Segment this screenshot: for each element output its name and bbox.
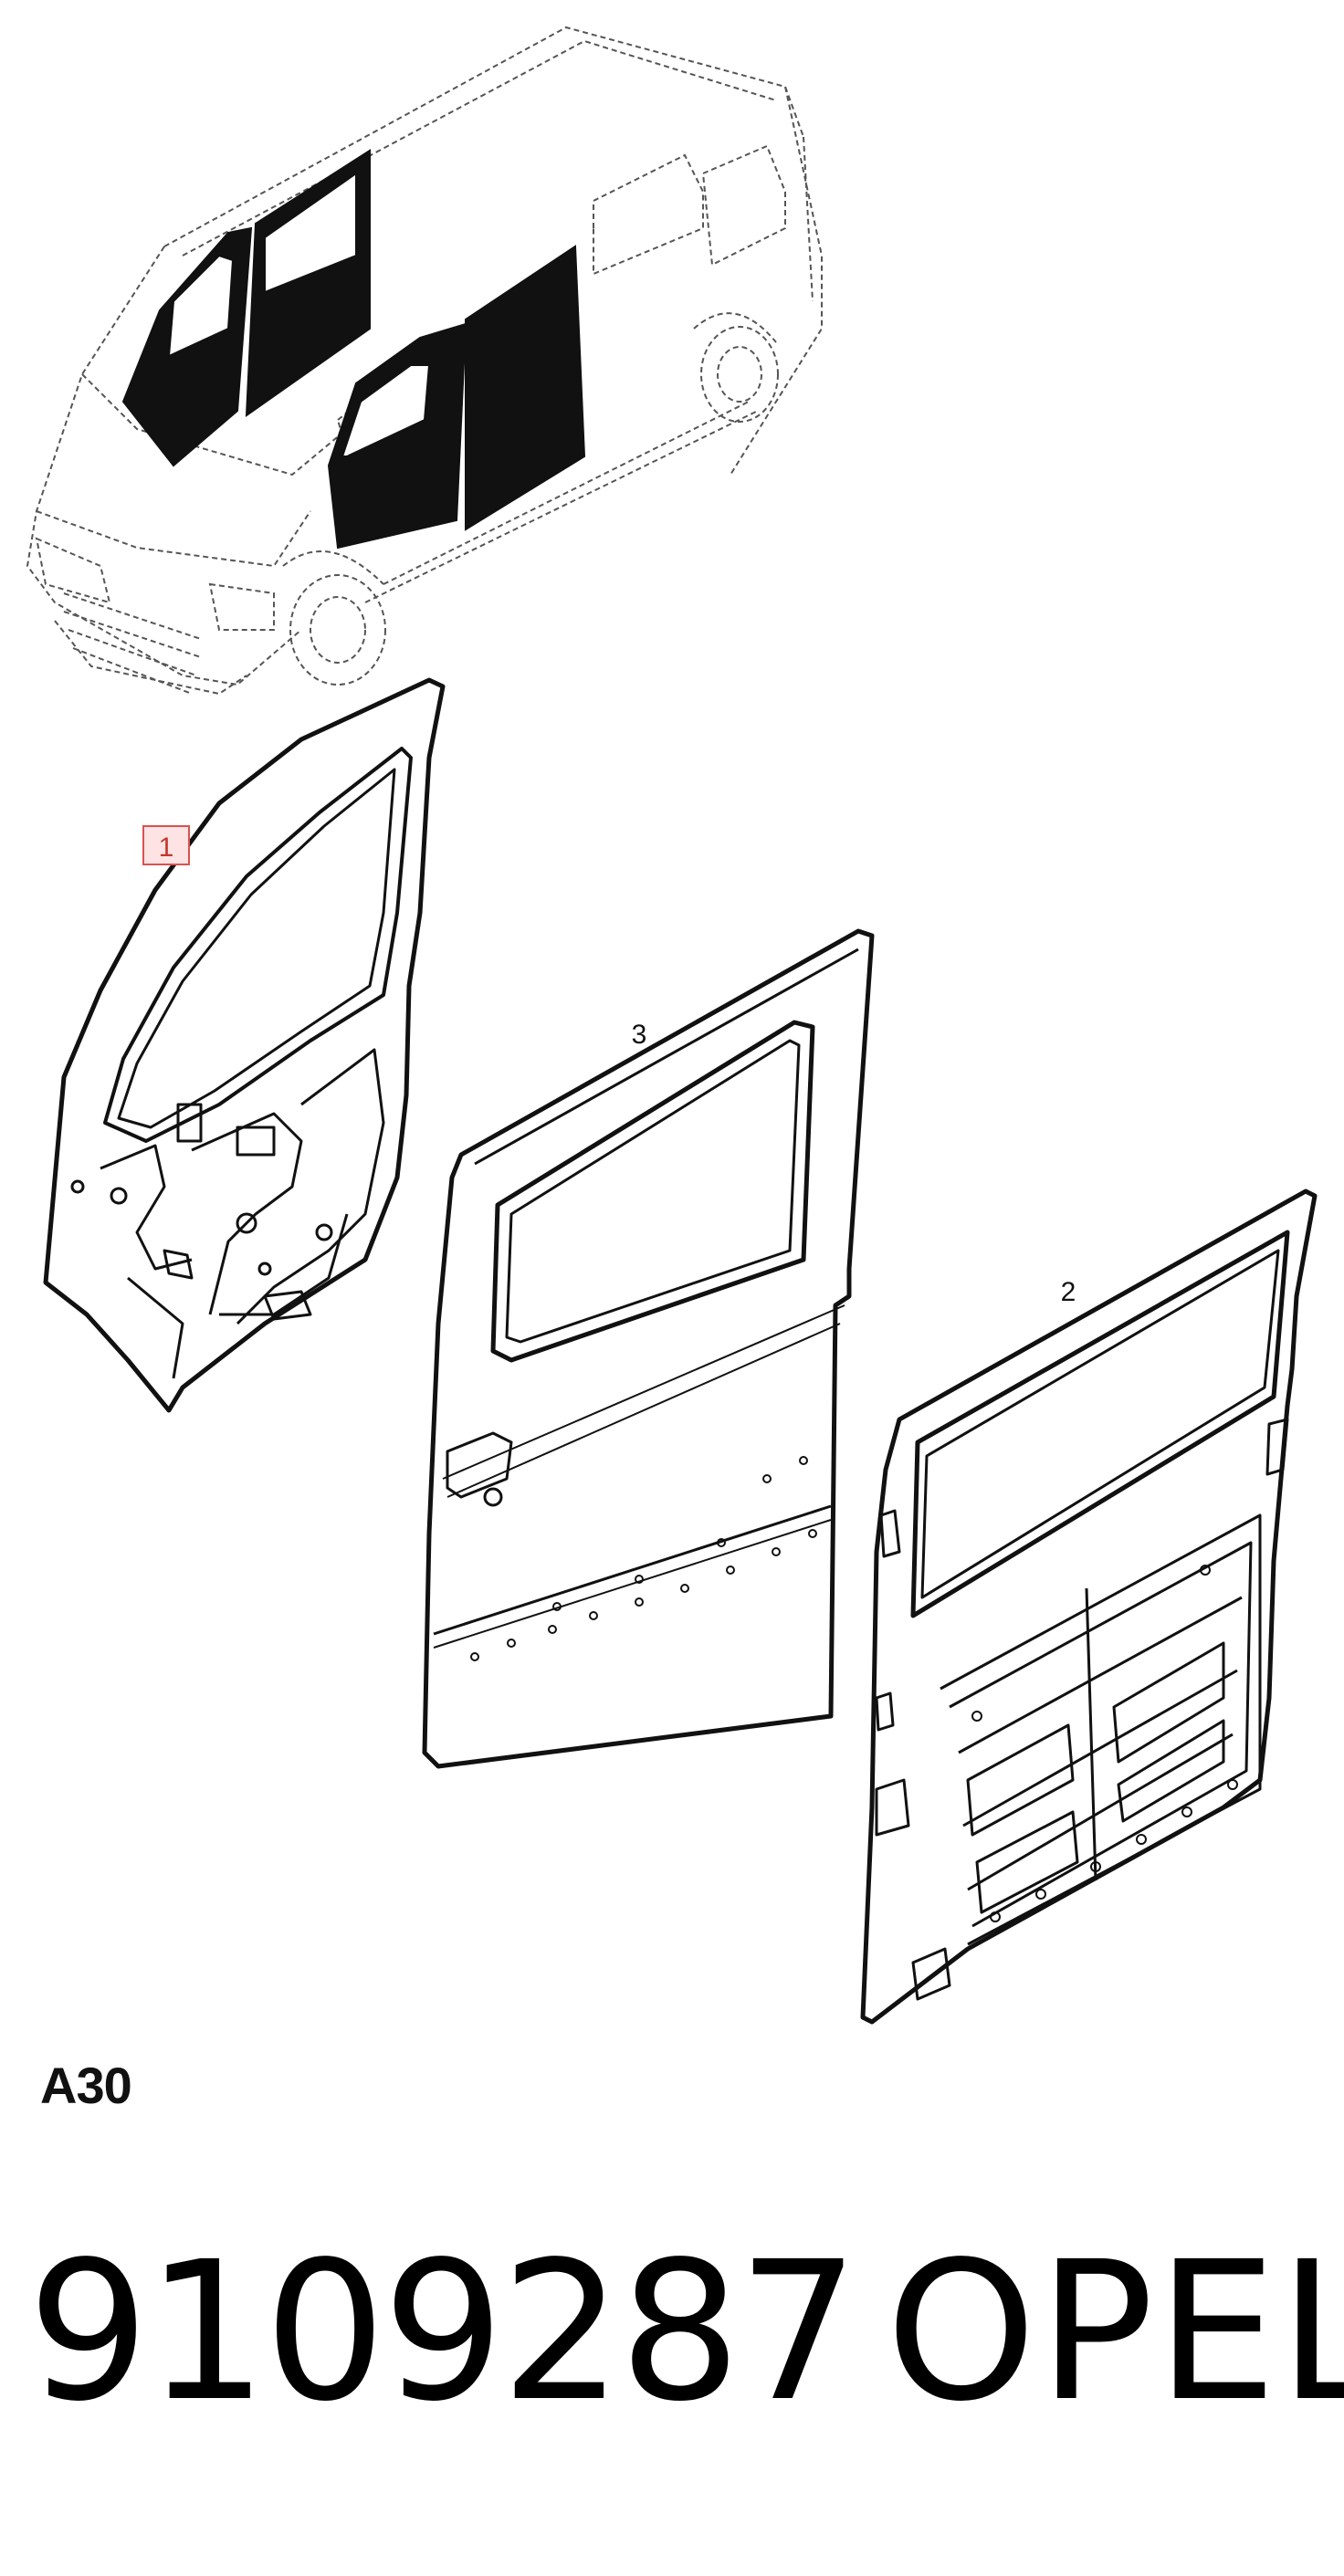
part-2-holes [971, 1565, 1238, 1922]
callout-3[interactable]: 3 [632, 1020, 647, 1050]
part-1-front-door [43, 677, 446, 1413]
callout-1[interactable]: 1 [142, 825, 190, 865]
part-3-sliding-door-skin [422, 928, 875, 1769]
callout-2[interactable]: 2 [1061, 1277, 1076, 1307]
part-3-holes [470, 1456, 817, 1661]
part-2-sliding-door-inner [860, 1189, 1318, 2025]
brand-name: OPEL [886, 2220, 1344, 2444]
callout-1-box [142, 825, 190, 865]
section-code: A30 [40, 2057, 132, 2114]
van-overview [26, 26, 823, 696]
callout-1-label: 1 [159, 832, 174, 863]
van-window-cutouts [167, 172, 431, 457]
part-number: 9109287 [27, 2220, 859, 2444]
